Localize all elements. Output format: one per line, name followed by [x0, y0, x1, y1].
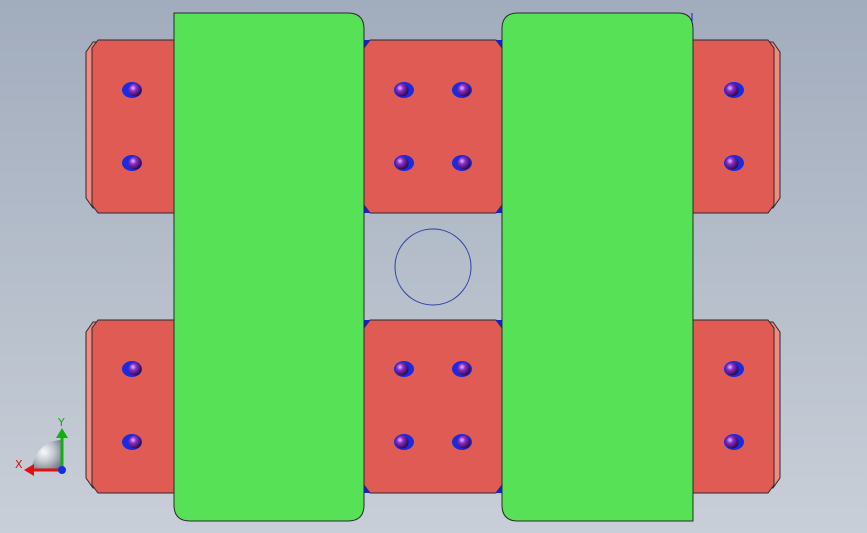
center-hole	[394, 228, 472, 306]
block-face	[689, 39, 775, 214]
bolt	[394, 361, 414, 377]
y-axis-arrow-head	[56, 428, 68, 438]
block-top-center[interactable]	[363, 39, 503, 214]
green-plate-left[interactable]	[173, 12, 365, 522]
block-top-right[interactable]	[689, 39, 781, 214]
bolt	[452, 155, 472, 171]
block-face	[91, 319, 181, 494]
block-bottom-center[interactable]	[363, 319, 503, 494]
block-corner-edge	[496, 485, 502, 493]
bolt	[452, 82, 472, 98]
block-face	[689, 319, 775, 494]
block-corner-edge	[364, 320, 370, 328]
bolt	[724, 155, 744, 171]
green-plate-right[interactable]	[501, 12, 694, 522]
block-bottom-left[interactable]	[85, 319, 181, 494]
block-bottom-right[interactable]	[689, 319, 781, 494]
block-corner-edge	[364, 205, 370, 213]
block-corner-edge	[496, 205, 502, 213]
bolt	[394, 82, 414, 98]
bolt	[122, 361, 142, 377]
block-face	[91, 39, 181, 214]
x-axis-label: X	[15, 458, 23, 471]
y-axis-label: Y	[57, 416, 65, 429]
x-axis-arrow-head	[24, 464, 34, 476]
bolt	[122, 82, 142, 98]
bolt	[724, 361, 744, 377]
block-face	[363, 319, 503, 494]
bolt	[122, 155, 142, 171]
block-corner-edge	[364, 485, 370, 493]
block-top-left[interactable]	[85, 39, 181, 214]
bolt	[452, 361, 472, 377]
block-corner-edge	[496, 40, 502, 48]
bolt	[724, 82, 744, 98]
bolt	[394, 155, 414, 171]
bolt	[452, 434, 472, 450]
triad-origin-sphere	[32, 440, 62, 470]
block-corner-edge	[364, 40, 370, 48]
triad-origin-dot	[58, 466, 66, 474]
bolt	[394, 434, 414, 450]
bolt	[724, 434, 744, 450]
block-face	[363, 39, 503, 214]
bolt-group	[122, 82, 744, 450]
axis-triad[interactable]: Y X	[15, 416, 68, 476]
bolt	[122, 434, 142, 450]
block-corner-edge	[496, 320, 502, 328]
